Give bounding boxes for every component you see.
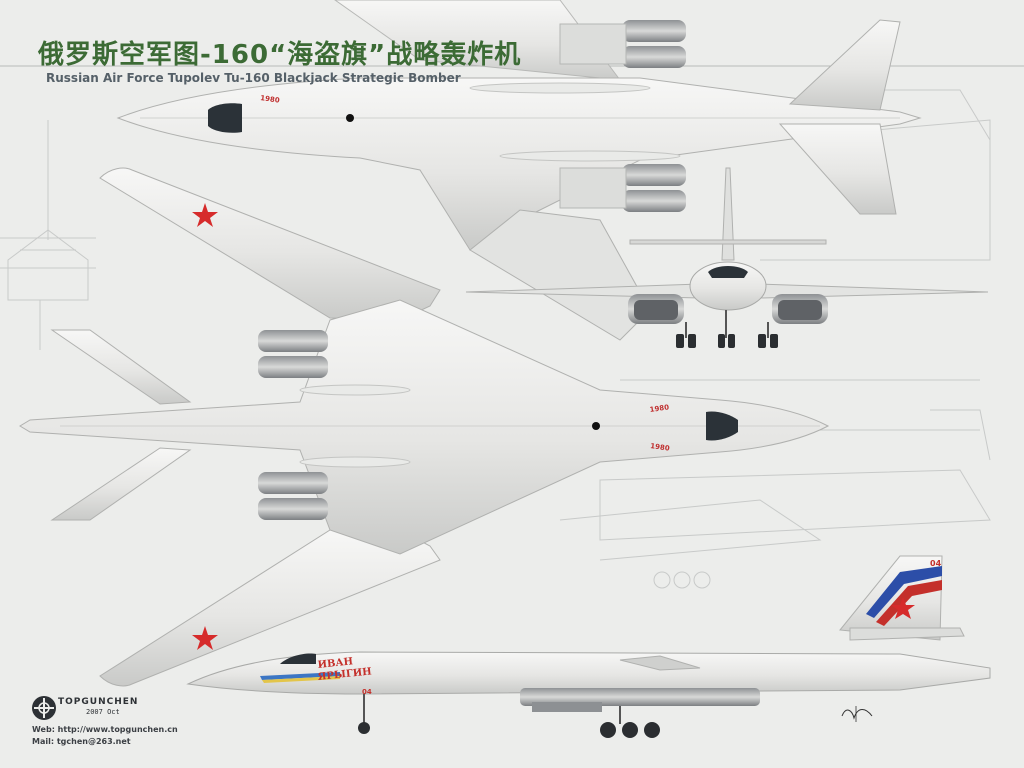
nose-name-line1: ИВАН: [317, 656, 353, 671]
page-title-english: Russian Air Force Tupolev Tu-160 Blackja…: [46, 71, 461, 85]
page-title-chinese: 俄罗斯空军图-160“海盗旗”战略轰炸机: [38, 40, 522, 70]
tail-number: 04: [930, 559, 942, 568]
side-view-aircraft: [186, 555, 991, 738]
red-star-lower-wing: [192, 626, 218, 650]
brand-date: 2007 Oct: [86, 708, 120, 716]
topgunchen-logo-icon: [32, 696, 56, 720]
red-star-tail: [891, 597, 915, 619]
top-view-aircraft: 1980: [116, 0, 922, 341]
bottom-view-aircraft: 1980 1980: [19, 167, 830, 687]
brand-name: TOPGUNCHEN: [58, 697, 139, 707]
email-link[interactable]: Mail: tgchen@263.net: [32, 737, 131, 746]
bottom-view-nose-marking-lower: 1980: [650, 442, 671, 453]
top-view-nose-marking: 1980: [260, 94, 281, 105]
front-view-aircraft: [465, 167, 989, 348]
nose-gear-number: 04: [362, 688, 372, 696]
artist-signature: [841, 706, 873, 722]
red-star-upper-wing: [192, 203, 218, 227]
website-link[interactable]: Web: http://www.topgunchen.cn: [32, 725, 178, 734]
bottom-view-nose-marking: 1980: [649, 403, 670, 414]
